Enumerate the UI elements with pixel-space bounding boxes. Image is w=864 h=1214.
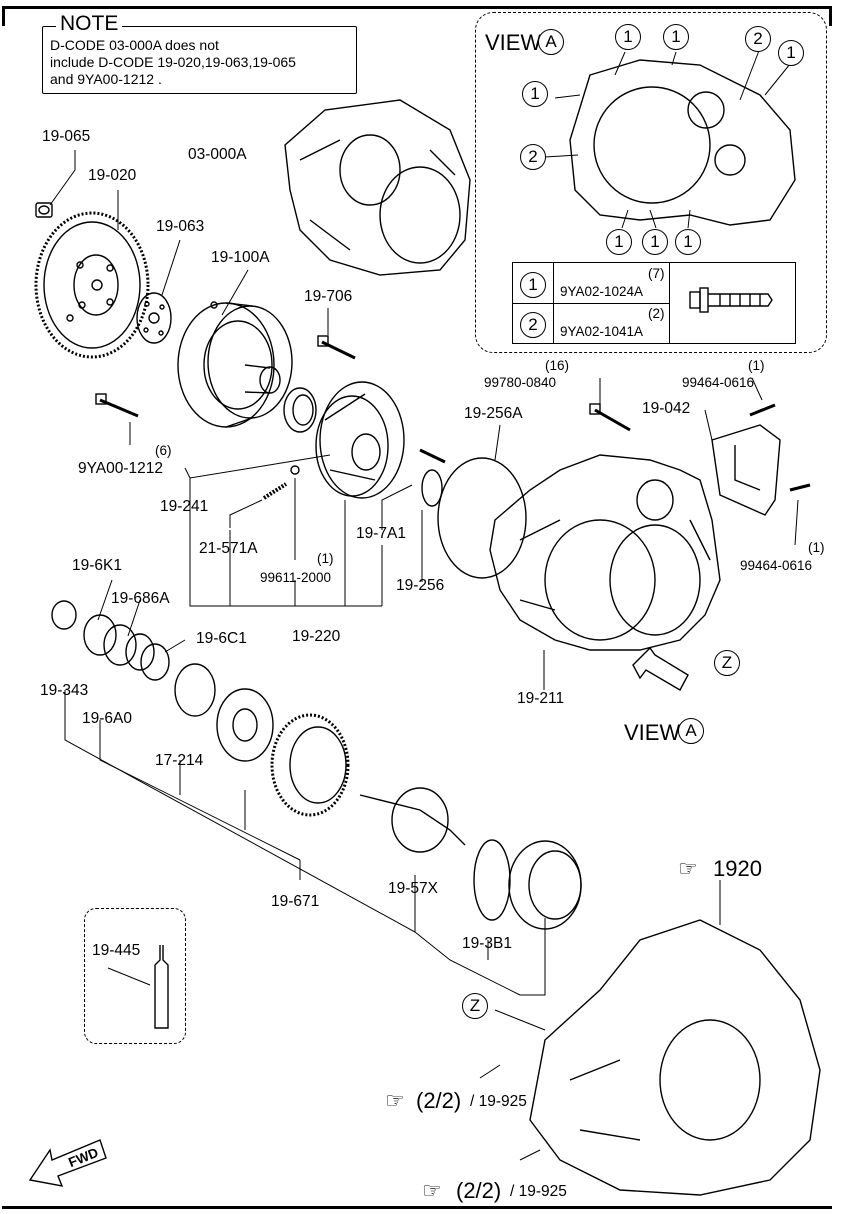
- legend-key-2: 2: [520, 312, 546, 338]
- note-line-2: include D-CODE 19-020,19-063,19-065: [50, 54, 296, 70]
- part-label-19-042[interactable]: 19-042: [642, 400, 691, 417]
- part-label-19-6a0[interactable]: 19-6A0: [82, 710, 132, 727]
- ref-icon-page-2: ☞: [422, 1178, 442, 1203]
- ref-link-page-1[interactable]: (2/2): [416, 1088, 462, 1113]
- transaxle-housing-drawing: [489, 454, 721, 651]
- view-z-circle-lower: Z: [462, 993, 488, 1019]
- part-label-19-706[interactable]: 19-706: [304, 288, 353, 305]
- part-label-03-000a[interactable]: 03-000A: [188, 146, 247, 163]
- view-a-label-lower: VIEW: [624, 720, 681, 745]
- part-label-17-214[interactable]: 17-214: [155, 752, 204, 769]
- part-label-99464-0616-top[interactable]: 99464-0616: [682, 375, 755, 390]
- part-label-19-686a[interactable]: 19-686A: [111, 590, 170, 607]
- part-label-19-671[interactable]: 19-671: [271, 893, 320, 910]
- ref-link-1920[interactable]: 1920: [713, 856, 762, 881]
- right-border-tick: [829, 6, 832, 26]
- view-a-circle: A: [538, 29, 564, 55]
- note-title: NOTE: [56, 12, 123, 36]
- ref-icon-1920: ☞: [678, 856, 698, 881]
- bearing-drawing: [283, 387, 317, 433]
- torque-converter-drawing: [177, 301, 293, 428]
- legend-part-1[interactable]: 9YA02-1024A: [560, 284, 644, 299]
- view-a-title: VIEW: [485, 30, 542, 55]
- legend-qty-2: (2): [648, 306, 665, 321]
- callout-1[interactable]: 1: [642, 229, 668, 255]
- part-label-19-445[interactable]: 19-445: [92, 942, 141, 959]
- callout-1[interactable]: 1: [663, 24, 689, 50]
- legend-key-1: 1: [520, 272, 546, 298]
- callout-2[interactable]: 2: [745, 26, 771, 52]
- part-label-9ya00-1212[interactable]: 9YA00-1212: [78, 460, 164, 477]
- legend-row-1: [513, 263, 669, 304]
- ref-icon-page-1: ☞: [385, 1088, 405, 1113]
- ref-link-page-2[interactable]: (2/2): [456, 1178, 502, 1203]
- qty-99611-2000: (1): [317, 551, 334, 566]
- lower-housing-drawing: [529, 919, 821, 1196]
- bottom-border: [2, 1206, 832, 1209]
- legend-divider: [553, 263, 555, 343]
- part-label-19-241[interactable]: 19-241: [160, 498, 209, 515]
- part-label-99464-0616-bottom[interactable]: 99464-0616: [740, 558, 813, 573]
- transmission-assembly-drawing: [284, 99, 471, 276]
- gear-parts-drawing: [51, 600, 582, 930]
- part-label-19-020[interactable]: 19-020: [88, 167, 137, 184]
- drive-plate-drawing: [136, 292, 172, 344]
- part-label-99780-0840[interactable]: 99780-0840: [484, 375, 557, 390]
- special-tool-box: [84, 908, 186, 1044]
- part-label-21-571a[interactable]: 21-571A: [199, 540, 258, 557]
- part-label-19-100a[interactable]: 19-100A: [211, 249, 270, 266]
- view-a-circle-lower: A: [678, 718, 704, 744]
- part-label-19-7a1[interactable]: 19-7A1: [356, 525, 406, 542]
- part-label-19-220[interactable]: 19-220: [292, 628, 341, 645]
- callout-1[interactable]: 1: [615, 24, 641, 50]
- view-a-cover-drawing: [569, 59, 796, 226]
- left-border-tick: [2, 6, 5, 26]
- view-z-circle: Z: [714, 650, 740, 676]
- legend-part-2[interactable]: 9YA02-1041A: [560, 324, 644, 339]
- note-line-3: and 9YA00-1212 .: [50, 71, 162, 87]
- nut-19-065-drawing: [35, 202, 53, 218]
- qty-99780-0840: (16): [545, 358, 570, 373]
- bolt-legend-table: [512, 262, 796, 344]
- part-label-99611-2000[interactable]: 99611-2000: [260, 570, 332, 585]
- part-label-19-3b1[interactable]: 19-3B1: [462, 935, 512, 952]
- oil-pump-drawing: [315, 381, 446, 499]
- note-box: [42, 26, 357, 94]
- part-label-19-256a[interactable]: 19-256A: [464, 405, 523, 422]
- view-a-inset: [475, 12, 827, 353]
- part-label-19-6c1[interactable]: 19-6C1: [196, 630, 247, 647]
- part-label-19-063[interactable]: 19-063: [156, 218, 205, 235]
- part-label-19-6k1[interactable]: 19-6K1: [72, 557, 122, 574]
- legend-divider: [669, 263, 671, 343]
- legend-qty-1: (7): [648, 266, 665, 281]
- callout-1[interactable]: 1: [675, 229, 701, 255]
- callout-1[interactable]: 1: [778, 40, 804, 66]
- qty-99464-0616-top: (1): [748, 358, 765, 373]
- part-label-19-256[interactable]: 19-256: [396, 577, 445, 594]
- qty-9ya00-1212: (6): [155, 443, 172, 458]
- part-label-19-343[interactable]: 19-343: [40, 682, 89, 699]
- flywheel-drawing: [34, 211, 150, 359]
- note-text: D-CODE 03-000A does not include D-CODE 1…: [50, 37, 350, 88]
- note-line-1: D-CODE 03-000A does not: [50, 37, 219, 53]
- part-label-19-57x[interactable]: 19-57X: [388, 880, 438, 897]
- part-label-19-065[interactable]: 19-065: [42, 128, 91, 145]
- callout-2[interactable]: 2: [520, 144, 546, 170]
- ref-link-part-1[interactable]: / 19-925: [470, 1093, 527, 1110]
- ref-link-part-2[interactable]: / 19-925: [510, 1183, 567, 1200]
- callout-1[interactable]: 1: [606, 229, 632, 255]
- part-label-19-211[interactable]: 19-211: [517, 690, 565, 707]
- top-border: [2, 6, 832, 9]
- qty-99464-0616-bottom: (1): [808, 540, 825, 555]
- callout-1[interactable]: 1: [522, 81, 548, 107]
